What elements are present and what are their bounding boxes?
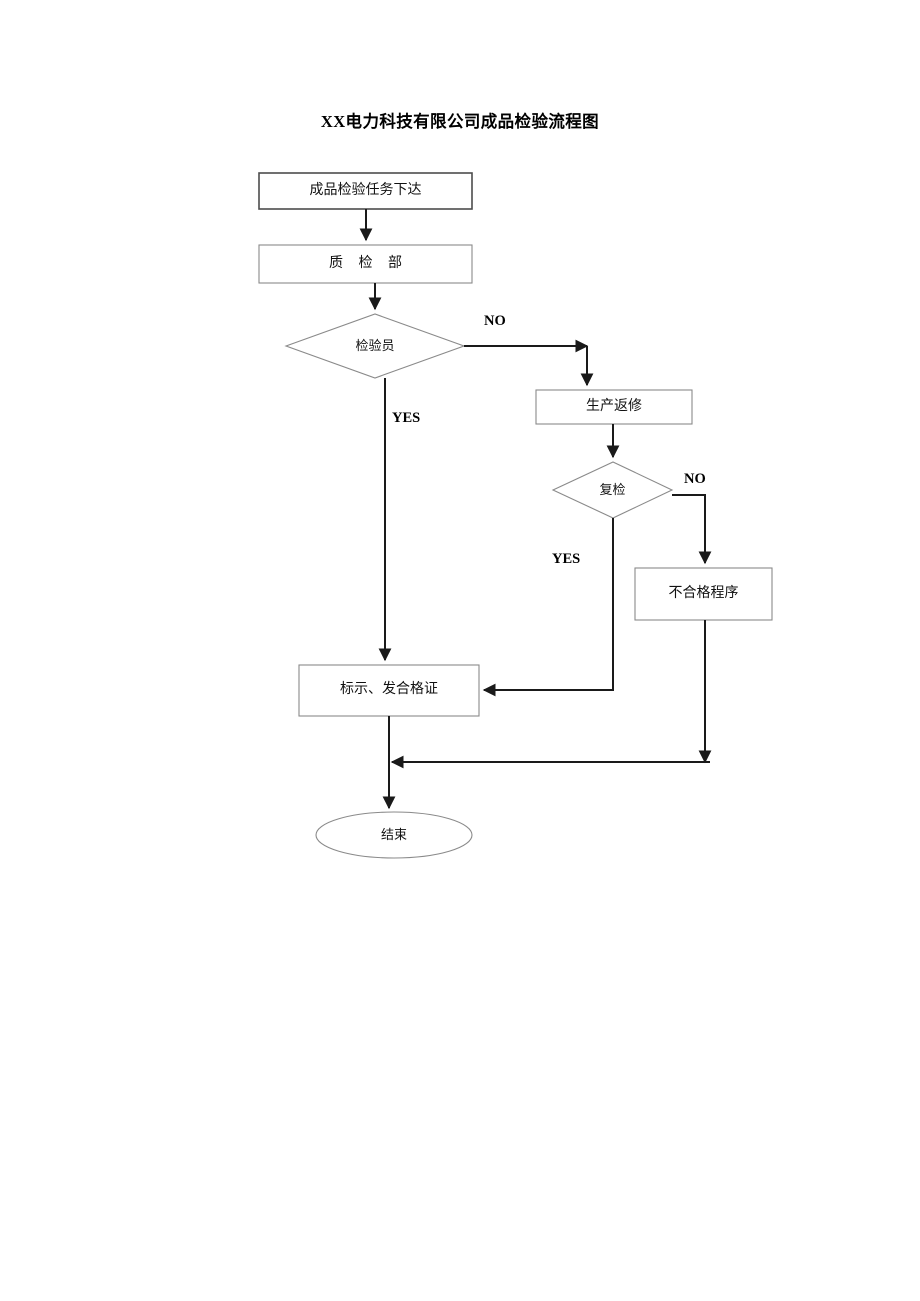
node-qc-dept-shape[interactable] bbox=[258, 244, 473, 284]
node-inspector-shape[interactable] bbox=[284, 313, 466, 379]
node-mark-cert-shape[interactable] bbox=[298, 664, 480, 717]
node-start-shape[interactable] bbox=[258, 172, 473, 210]
node-rework-shape[interactable] bbox=[535, 389, 693, 425]
page-title: XX电力科技有限公司成品检验流程图 bbox=[320, 112, 600, 131]
node-nonconform-shape[interactable] bbox=[634, 567, 773, 621]
edge-recheck-no-to-nonconform bbox=[672, 494, 712, 565]
node-end-shape[interactable] bbox=[315, 811, 473, 859]
edge-recheck-yes-to-mark-cert bbox=[482, 518, 614, 697]
node-recheck-shape[interactable] bbox=[551, 461, 674, 519]
